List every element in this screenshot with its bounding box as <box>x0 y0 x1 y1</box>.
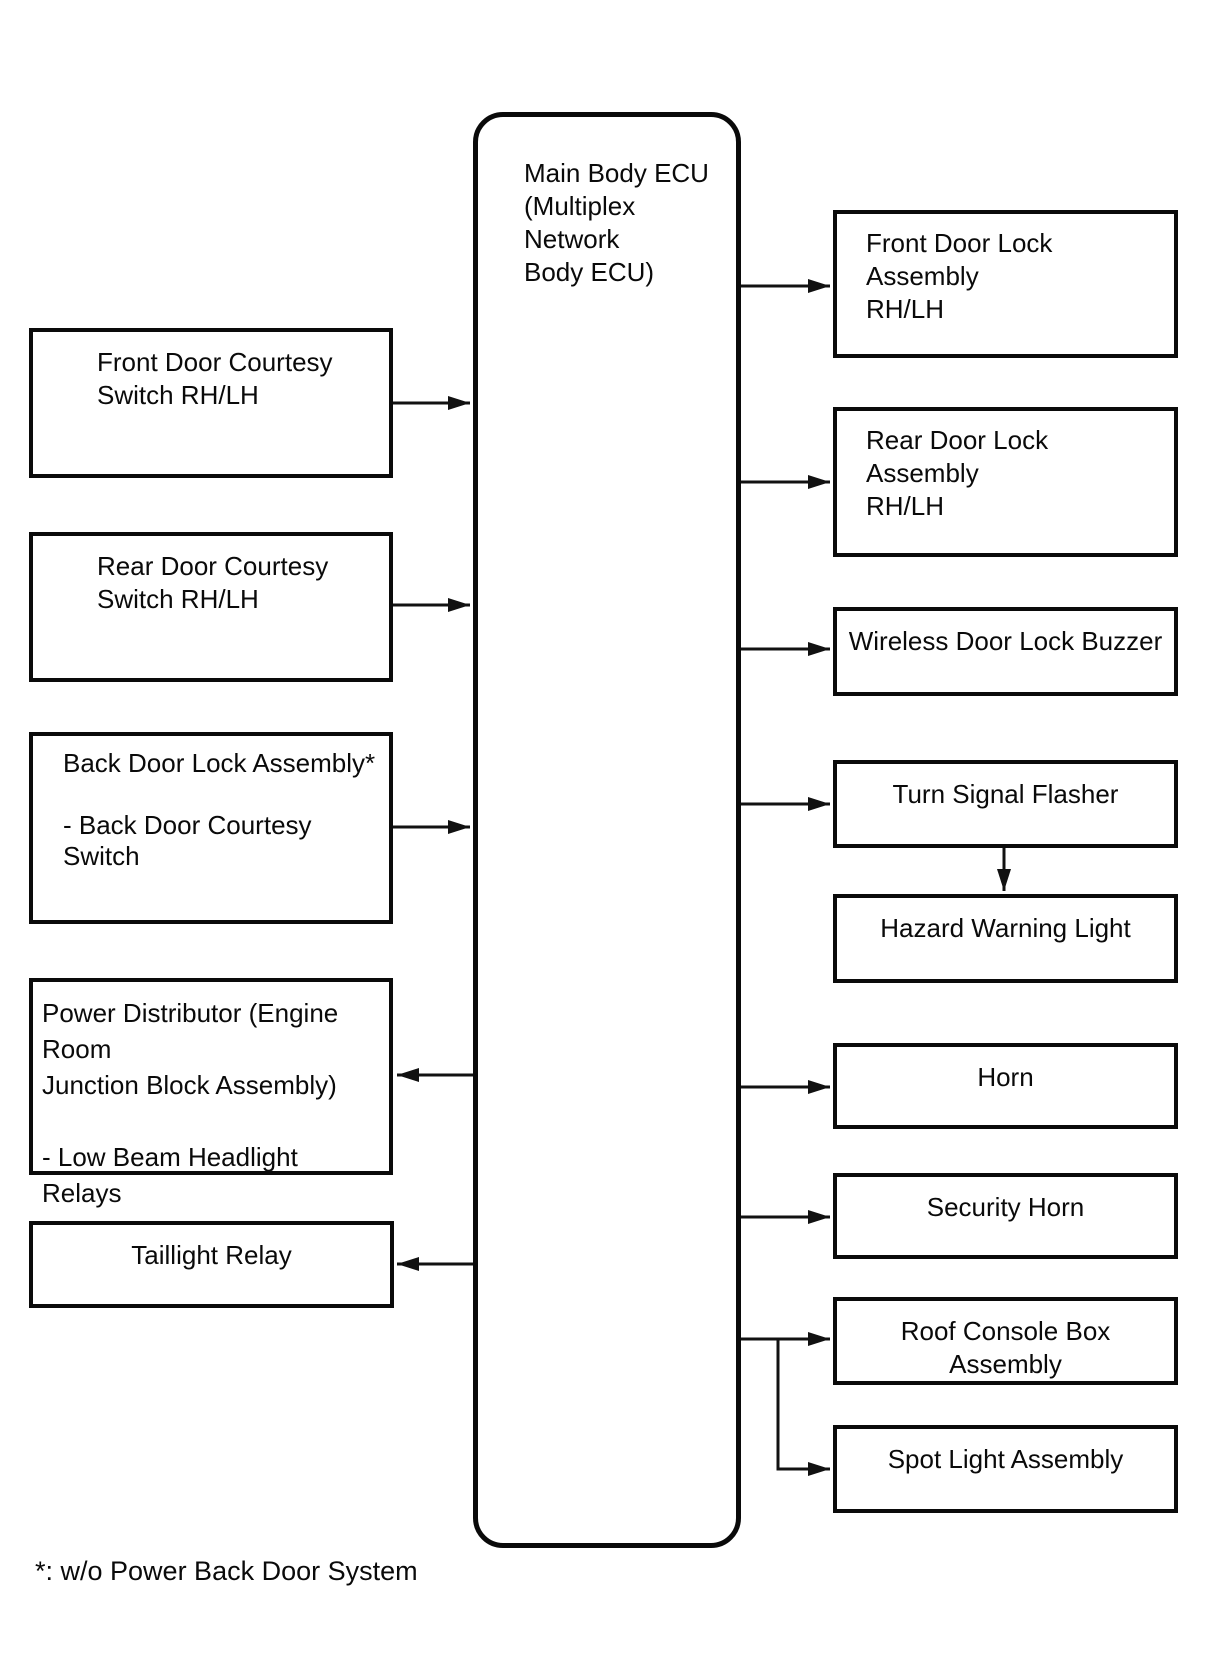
node-spot-light-assembly: Spot Light Assembly <box>833 1425 1178 1513</box>
node-wireless-door-lock-buzzer: Wireless Door Lock Buzzer <box>833 607 1178 696</box>
node-security-horn-label: Security Horn <box>926 1192 1085 1222</box>
node-spot-light-assembly-label: Spot Light Assembly <box>887 1444 1124 1474</box>
node-hazard-warning-light: Hazard Warning Light <box>833 894 1178 983</box>
arrow-roof-branch-to-spot-light <box>776 1339 830 1476</box>
node-power-distributor-label: Power Distributor (Engine Room Junction … <box>42 998 339 1208</box>
node-security-horn: Security Horn <box>833 1173 1178 1259</box>
node-main-body-ecu-label: Main Body ECU (Multiplex Network Body EC… <box>524 158 709 287</box>
node-rear-door-courtesy-switch-label: Rear Door Courtesy Switch RH/LH <box>97 551 329 614</box>
node-rear-door-lock-assembly-label: Rear Door Lock Assembly RH/LH <box>866 425 1049 521</box>
node-main-body-ecu: Main Body ECU (Multiplex Network Body EC… <box>473 112 741 1548</box>
node-front-door-lock-assembly: Front Door Lock Assembly RH/LH <box>833 210 1178 358</box>
node-front-door-courtesy-switch: Front Door Courtesy Switch RH/LH <box>29 328 393 478</box>
node-hazard-warning-light-label: Hazard Warning Light <box>880 913 1131 943</box>
footnote: *: w/o Power Back Door System <box>35 1556 418 1586</box>
node-rear-door-courtesy-switch: Rear Door Courtesy Switch RH/LH <box>29 532 393 682</box>
node-back-door-lock-assembly: Back Door Lock Assembly* - Back Door Cou… <box>29 732 393 924</box>
node-turn-signal-flasher-label: Turn Signal Flasher <box>892 779 1119 809</box>
node-horn: Horn <box>833 1043 1178 1129</box>
node-wireless-door-lock-buzzer-label: Wireless Door Lock Buzzer <box>848 626 1163 656</box>
node-horn-label: Horn <box>977 1062 1034 1092</box>
node-taillight-relay-label: Taillight Relay <box>131 1240 292 1270</box>
node-roof-console-box-assembly-label: Roof Console Box Assembly <box>900 1316 1111 1379</box>
node-back-door-lock-assembly-label: Back Door Lock Assembly* - Back Door Cou… <box>63 748 376 871</box>
node-taillight-relay: Taillight Relay <box>29 1221 394 1308</box>
node-roof-console-box-assembly: Roof Console Box Assembly <box>833 1297 1178 1385</box>
node-front-door-courtesy-switch-label: Front Door Courtesy Switch RH/LH <box>97 347 333 410</box>
node-power-distributor: Power Distributor (Engine Room Junction … <box>29 978 393 1208</box>
node-turn-signal-flasher: Turn Signal Flasher <box>833 760 1178 848</box>
node-front-door-lock-assembly-label: Front Door Lock Assembly RH/LH <box>866 228 1053 324</box>
node-rear-door-lock-assembly: Rear Door Lock Assembly RH/LH <box>833 407 1178 557</box>
